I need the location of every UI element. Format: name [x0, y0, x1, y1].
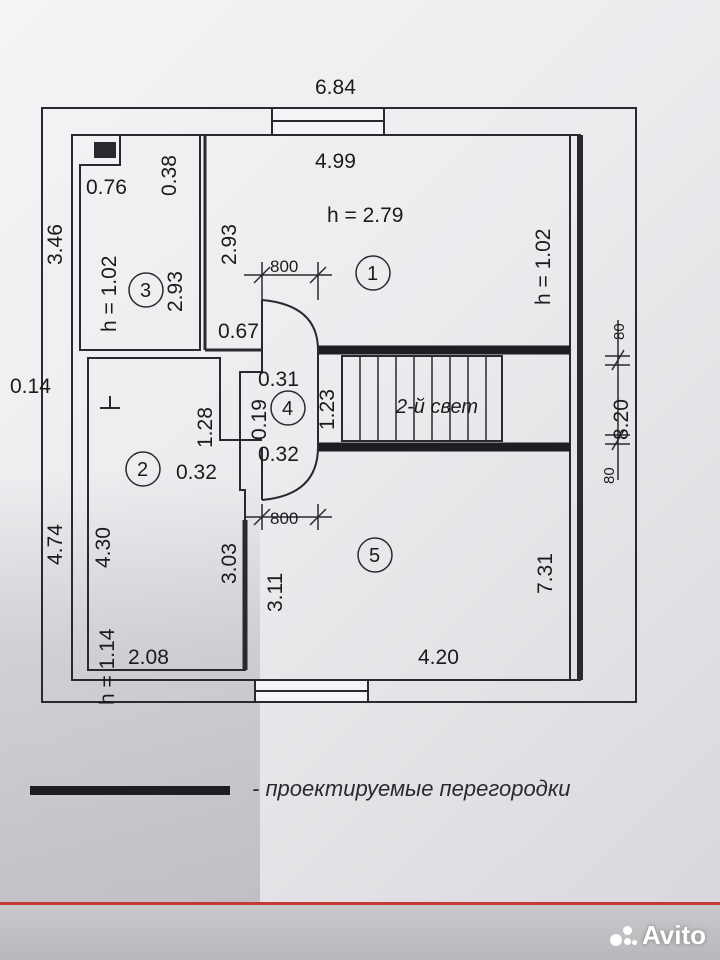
- dim-right-total: 8.20: [610, 399, 633, 440]
- dim-room3-depth: 2.93: [164, 271, 187, 312]
- dim-room1-height: h = 2.79: [327, 204, 403, 227]
- dim-top-total: 6.84: [315, 76, 356, 99]
- room2-walls: [87, 357, 246, 671]
- dim-room5-width: 4.20: [418, 646, 459, 669]
- dim-hall-032: 0.32: [258, 443, 299, 466]
- room3-walls: [79, 134, 201, 351]
- stair-steps: [359, 356, 487, 441]
- dim-wall-014: 0.14: [10, 375, 51, 398]
- dim-room2-width: 2.08: [128, 646, 169, 669]
- avito-logo-icon: [609, 926, 638, 948]
- wall-80-markers: [605, 320, 630, 480]
- room-number-2: 2: [137, 459, 148, 481]
- dim-hall-031: 0.31: [258, 368, 299, 391]
- room-circle-5: [357, 537, 393, 573]
- room-circle-3: [128, 272, 164, 308]
- dim-room3-h: h = 1.02: [98, 256, 121, 332]
- dim-room2-303: 3.03: [218, 543, 241, 584]
- dim-door-800-bottom: 800: [270, 509, 298, 528]
- room-number-5: 5: [369, 545, 380, 567]
- dim-room5-311: 3.11: [264, 573, 287, 612]
- dim-room2-430: 4.30: [92, 527, 115, 568]
- room-circle-2: [125, 451, 161, 487]
- dim-door-067: 0.67: [218, 320, 259, 343]
- avito-watermark: Avito: [609, 920, 706, 951]
- room-circle-1: [355, 255, 391, 291]
- background-strip: [0, 905, 720, 960]
- dim-room3-076: 0.76: [86, 176, 127, 199]
- dim-room1-left-depth: 2.93: [218, 224, 241, 265]
- outer-wall: [41, 107, 637, 703]
- dim-room2-128: 1.28: [194, 407, 217, 448]
- dim-room2-h: h = 1.14: [96, 628, 119, 705]
- door-arc-top: [261, 299, 319, 351]
- dim-room1-right-h: h = 1.02: [532, 229, 555, 305]
- room-number-4: 4: [282, 398, 293, 420]
- dim-left-upper: 3.46: [44, 224, 67, 265]
- dim-room5-731: 7.31: [534, 553, 557, 594]
- dim-door-800-top: 800: [270, 257, 298, 276]
- room-number-3: 3: [140, 280, 151, 302]
- dim-hall-123: 1.23: [316, 389, 339, 430]
- avito-watermark-text: Avito: [641, 920, 706, 950]
- stair-box: [341, 355, 503, 442]
- dim-hall-019: 0.19: [248, 399, 271, 440]
- hall-walls: [239, 350, 263, 441]
- door-arc-bottom: [261, 446, 319, 501]
- stair-label: 2-й свет: [395, 396, 478, 418]
- dim-room2-032: 0.32: [176, 461, 217, 484]
- dim-room3-038: 0.38: [158, 155, 181, 196]
- door-dim-bottom: [244, 504, 332, 530]
- room-number-1: 1: [367, 263, 378, 285]
- legend-partition-line: [30, 786, 230, 795]
- door-dim-top: [244, 262, 332, 300]
- dim-wall-80-bottom: 80: [601, 467, 618, 484]
- dim-wall-80-top: 80: [611, 323, 628, 340]
- legend-text: - проектируемые перегородки: [252, 776, 571, 801]
- photo-shadow: [0, 470, 260, 930]
- dim-left-lower: 4.74: [44, 524, 67, 565]
- dim-room1-width: 4.99: [315, 150, 356, 173]
- room-circle-4: [270, 390, 306, 426]
